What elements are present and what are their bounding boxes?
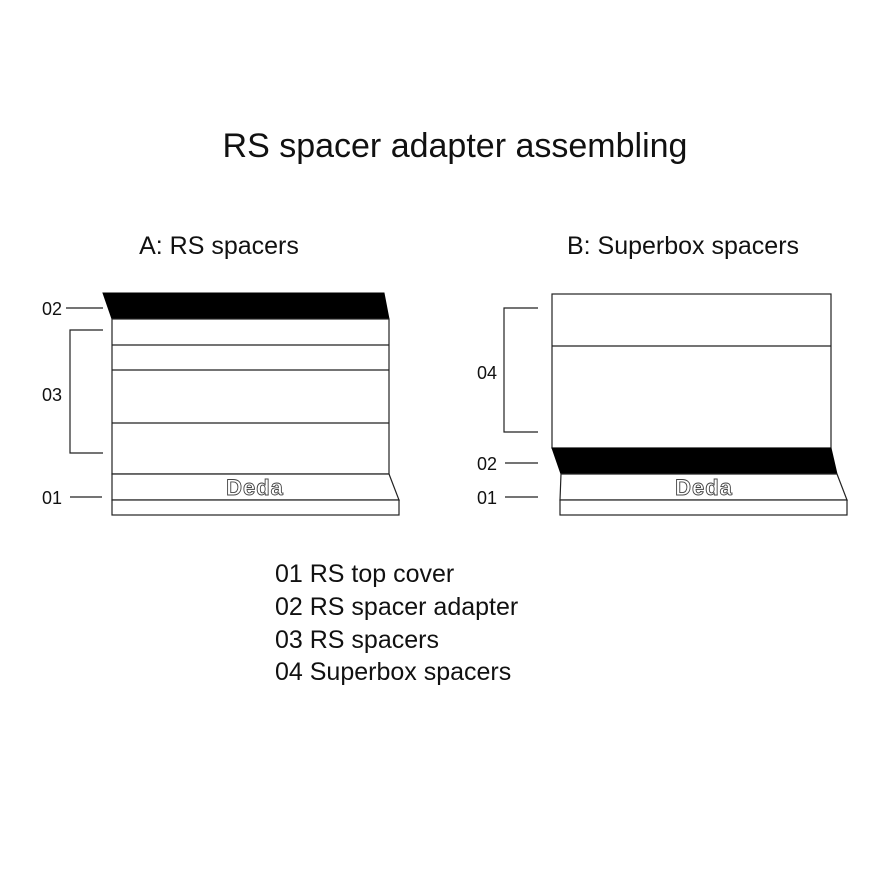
diagram-title: RS spacer adapter assembling bbox=[223, 127, 688, 165]
panel-a-title: A: RS spacers bbox=[139, 232, 299, 260]
label-01: 01 bbox=[42, 488, 62, 508]
legend-item: 02 RS spacer adapter bbox=[275, 593, 518, 621]
label-04: 04 bbox=[477, 363, 497, 383]
panel-b-title: B: Superbox spacers bbox=[567, 232, 799, 260]
bracket-03 bbox=[69, 329, 103, 454]
deda-logo: Deda bbox=[675, 475, 733, 500]
label-02: 02 bbox=[42, 299, 62, 319]
label-01: 01 bbox=[477, 488, 497, 508]
legend-item: 03 RS spacers bbox=[275, 626, 439, 654]
superbox-spacer-stack bbox=[551, 293, 832, 449]
panel-a: A: RS spacers Deda 02 03 01 bbox=[42, 232, 400, 516]
rs-spacer-adapter bbox=[102, 292, 390, 320]
bracket-04 bbox=[503, 307, 538, 433]
rs-spacer-adapter bbox=[551, 447, 838, 475]
deda-logo: Deda bbox=[226, 475, 284, 500]
legend: 01 RS top cover 02 RS spacer adapter 03 … bbox=[275, 560, 518, 686]
panel-b: B: Superbox spacers Deda 04 02 01 bbox=[477, 232, 848, 516]
legend-item: 04 Superbox spacers bbox=[275, 658, 511, 686]
rs-spacer-stack bbox=[111, 318, 390, 475]
label-02: 02 bbox=[477, 454, 497, 474]
rs-top-cover-base bbox=[559, 499, 848, 516]
label-03: 03 bbox=[42, 385, 62, 405]
legend-item: 01 RS top cover bbox=[275, 560, 454, 588]
rs-top-cover-base bbox=[111, 499, 400, 516]
